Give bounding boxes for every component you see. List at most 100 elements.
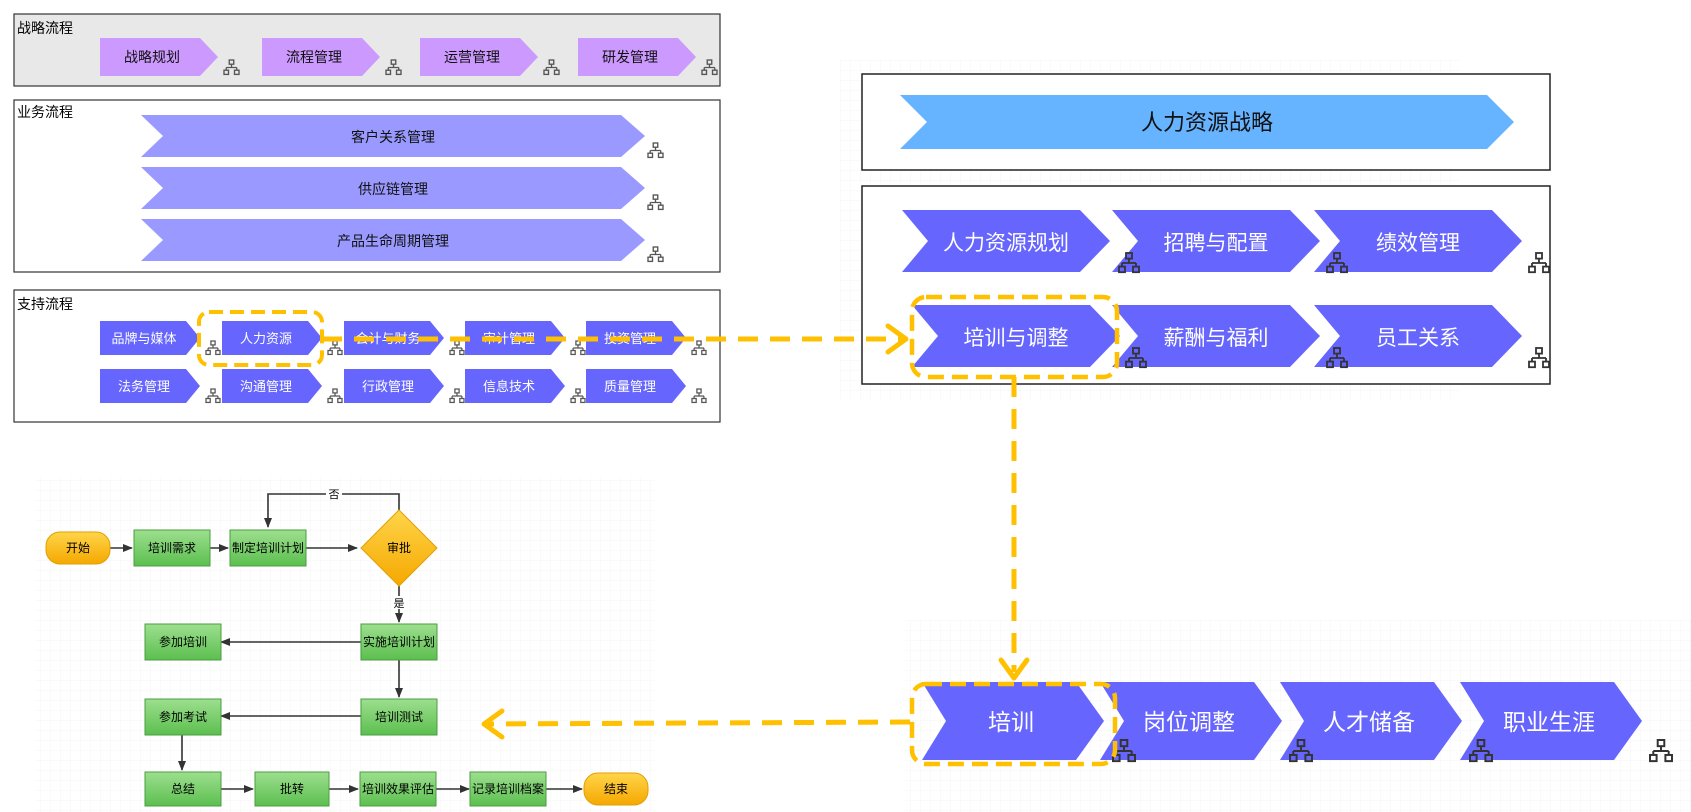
subprocess-icon[interactable] bbox=[1118, 252, 1140, 274]
flow-evaluate-text: 培训效果评估 bbox=[362, 781, 434, 796]
support-arrow-shape bbox=[222, 321, 322, 355]
subprocess-icon[interactable] bbox=[1469, 739, 1493, 763]
flow-node-end[interactable]: 结束 bbox=[583, 772, 649, 806]
subprocess-icon[interactable] bbox=[1528, 347, 1550, 369]
subprocess-icon[interactable] bbox=[647, 246, 664, 263]
subprocess-icon[interactable] bbox=[647, 142, 664, 159]
subprocess-icon[interactable] bbox=[543, 59, 560, 76]
subprocess-icon[interactable] bbox=[691, 388, 707, 404]
flow-approve-text: 审批 bbox=[387, 540, 411, 555]
hr-module-label: 培训与调整 bbox=[964, 326, 1069, 350]
hr-module-arrow-shape bbox=[902, 210, 1110, 272]
hr-module-item[interactable]: 绩效管理 bbox=[1314, 210, 1522, 272]
subprocess-icon[interactable] bbox=[1528, 252, 1550, 274]
flow-transfer-text: 批转 bbox=[280, 781, 304, 796]
subprocess-icon[interactable] bbox=[385, 59, 402, 76]
subprocess-icon[interactable] bbox=[691, 340, 707, 356]
flow-node-approve[interactable]: 审批 bbox=[360, 509, 438, 587]
subprocess-icon[interactable] bbox=[647, 194, 664, 211]
subprocess-icon[interactable] bbox=[1125, 347, 1147, 369]
business-item-label: 供应链管理 bbox=[358, 181, 428, 198]
hr-module-arrow-shape bbox=[912, 305, 1120, 367]
business-item[interactable]: 客户关系管理 bbox=[141, 115, 664, 159]
training-item-label: 培训 bbox=[988, 710, 1034, 736]
subprocess-icon[interactable] bbox=[570, 340, 586, 356]
flow-node-summary[interactable]: 总结 bbox=[144, 771, 222, 807]
hr-strategy-arrow[interactable] bbox=[900, 95, 1514, 149]
strategy-item[interactable]: 运营管理 bbox=[420, 38, 560, 76]
business-item[interactable]: 供应链管理 bbox=[141, 167, 664, 211]
flow-node-transfer[interactable]: 批转 bbox=[254, 771, 330, 807]
support-item-label: 品牌与媒体 bbox=[111, 331, 176, 347]
training-item[interactable]: 岗位调整 bbox=[1100, 682, 1282, 760]
support-item[interactable]: 行政管理 bbox=[344, 369, 465, 404]
flow-node-evaluate[interactable]: 培训效果评估 bbox=[359, 771, 437, 807]
support-item[interactable]: 信息技术 bbox=[465, 369, 586, 404]
strategy-item[interactable]: 战略规划 bbox=[100, 38, 240, 76]
support-item[interactable]: 品牌与媒体 bbox=[100, 321, 221, 356]
highlight-layer bbox=[197, 294, 1120, 767]
flow-grid-background bbox=[35, 478, 655, 812]
support-item[interactable]: 投资管理 bbox=[586, 321, 707, 356]
business-item-label: 产品生命周期管理 bbox=[337, 233, 449, 250]
subprocess-icon[interactable] bbox=[701, 59, 718, 76]
subprocess-icon[interactable] bbox=[1649, 739, 1673, 763]
subprocess-icon[interactable] bbox=[205, 340, 221, 356]
training-arrow-shape bbox=[1100, 682, 1282, 760]
training-item[interactable]: 培训 bbox=[922, 682, 1104, 760]
flow-implement-text: 实施培训计划 bbox=[363, 634, 435, 649]
subprocess-icon[interactable] bbox=[205, 388, 221, 404]
flow-node-plan[interactable]: 制定培训计划 bbox=[229, 529, 307, 567]
subprocess-icon[interactable] bbox=[1326, 347, 1348, 369]
business-arrow-shape bbox=[141, 219, 645, 261]
hr-module-label: 员工关系 bbox=[1376, 326, 1460, 350]
strategy-item[interactable]: 流程管理 bbox=[262, 38, 402, 76]
support-item[interactable]: 人力资源 bbox=[222, 321, 343, 356]
flow-node-start[interactable]: 开始 bbox=[45, 531, 111, 565]
training-item-label: 职业生涯 bbox=[1503, 710, 1595, 736]
training-row: 培训 岗位调整 人才储备 职业生涯 bbox=[922, 682, 1673, 763]
hr-module-item[interactable]: 薪酬与福利 bbox=[1112, 305, 1320, 367]
hr-module-item[interactable]: 培训与调整 bbox=[912, 305, 1120, 367]
support-item[interactable]: 质量管理 bbox=[586, 369, 707, 404]
hr-module-arrow-shape bbox=[1314, 305, 1522, 367]
strategy-arrow-shape bbox=[578, 38, 696, 76]
business-item[interactable]: 产品生命周期管理 bbox=[141, 219, 664, 263]
flow-node-archive[interactable]: 记录培训档案 bbox=[469, 771, 547, 807]
training-item[interactable]: 人才储备 bbox=[1280, 682, 1462, 760]
hr-module-item[interactable]: 员工关系 bbox=[1314, 305, 1522, 367]
flow-node-test[interactable]: 培训测试 bbox=[360, 698, 438, 736]
module-to-training-arrowhead bbox=[998, 657, 1030, 681]
support-item-label: 行政管理 bbox=[362, 380, 414, 395]
flow-no-label: 否 bbox=[329, 488, 340, 501]
subprocess-icon[interactable] bbox=[1326, 252, 1348, 274]
support-item-label: 人力资源 bbox=[240, 332, 292, 347]
training-item-label: 人才储备 bbox=[1323, 710, 1415, 736]
flow-exam-text: 参加考试 bbox=[159, 709, 207, 724]
flow-summary-text: 总结 bbox=[171, 782, 195, 796]
flow-plan-text: 制定培训计划 bbox=[232, 540, 304, 555]
flow-node-exam[interactable]: 参加考试 bbox=[144, 698, 222, 736]
training-to-flow-arrowhead bbox=[481, 708, 505, 740]
flow-node-implement[interactable]: 实施培训计划 bbox=[360, 623, 438, 661]
flow-attend-text: 参加培训 bbox=[159, 634, 207, 649]
hr-module-item[interactable]: 招聘与配置 bbox=[1112, 210, 1320, 272]
hr-module-item[interactable]: 人力资源规划 bbox=[902, 210, 1110, 272]
subprocess-icon[interactable] bbox=[449, 388, 465, 404]
support-item[interactable]: 法务管理 bbox=[100, 369, 221, 404]
strategy-item[interactable]: 研发管理 bbox=[578, 38, 718, 76]
support-arrow-shape bbox=[586, 369, 686, 403]
training-item[interactable]: 职业生涯 bbox=[1460, 682, 1642, 760]
training-to-flow-connector bbox=[485, 719, 911, 727]
business-arrow-shape bbox=[141, 115, 645, 157]
subprocess-icon[interactable] bbox=[570, 388, 586, 404]
subprocess-icon[interactable] bbox=[1289, 739, 1313, 763]
subprocess-icon[interactable] bbox=[223, 59, 240, 76]
flow-node-attend[interactable]: 参加培训 bbox=[144, 623, 222, 661]
flow-node-demand[interactable]: 培训需求 bbox=[133, 529, 211, 567]
support-item[interactable]: 沟通管理 bbox=[222, 369, 343, 404]
support-arrow-shape bbox=[586, 321, 686, 355]
subprocess-icon[interactable] bbox=[327, 388, 343, 404]
support-title: 支持流程 bbox=[17, 297, 73, 313]
